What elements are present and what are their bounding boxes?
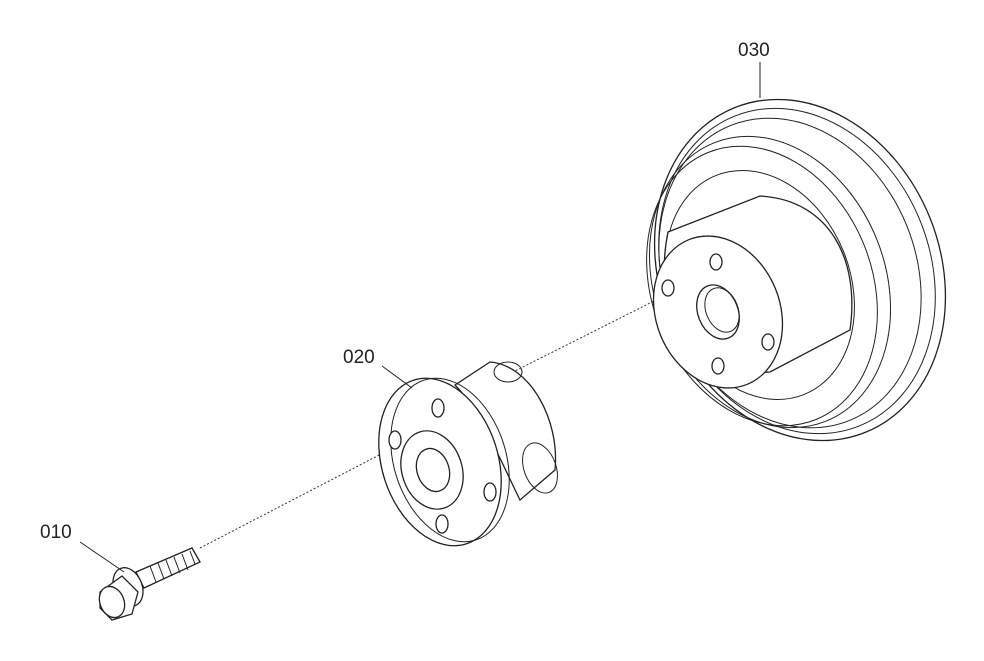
part-label-020: 020 [343, 347, 375, 368]
leader-010 [79, 541, 125, 573]
part-030-pulley[interactable] [605, 55, 984, 484]
leader-020 [381, 365, 413, 389]
callouts: 030 020 010 [40, 40, 770, 573]
part-010-bolt[interactable] [95, 547, 201, 621]
part-label-010: 010 [40, 522, 72, 543]
part-020-hub[interactable] [358, 361, 564, 562]
part-label-030: 030 [738, 40, 770, 61]
assembly-axis [199, 297, 661, 549]
